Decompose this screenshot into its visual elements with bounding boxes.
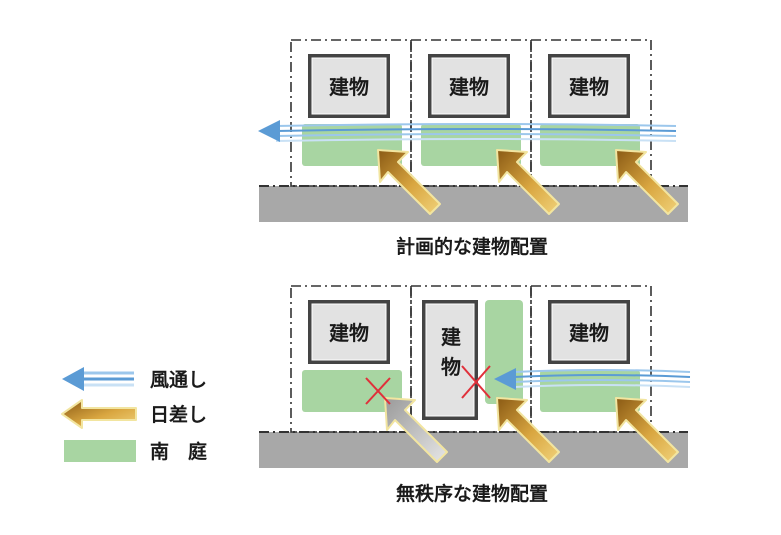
legend-garden-swatch [64, 440, 136, 462]
legend-sun-icon [61, 399, 137, 429]
top-diagram: 建物 建物 建物 計画的な建物配置 [258, 39, 688, 258]
top-wind-arrow [258, 120, 677, 142]
bottom-lots [290, 285, 652, 433]
legend-wind-label: 風通し [150, 369, 207, 391]
top-building-1: 建物 [308, 54, 390, 118]
legend-sun-label: 日差し [150, 403, 207, 426]
legend-wind-icon [62, 367, 134, 391]
cross-mark-2 [461, 365, 491, 399]
bottom-building-3-label: 建物 [569, 321, 609, 345]
bottom-building-2-label-2: 物 [441, 355, 461, 379]
top-ground [259, 186, 688, 222]
top-caption: 計画的な建物配置 [396, 235, 548, 258]
bottom-caption: 無秩序な建物配置 [396, 482, 548, 505]
cross-mark-1 [365, 377, 391, 405]
top-building-3: 建物 [548, 54, 630, 118]
legend-garden-label: 南 庭 [150, 440, 207, 463]
bottom-building-2: 建 物 [422, 300, 478, 420]
legend: 風通し 日差し 南 庭 [61, 367, 207, 463]
bottom-building-1-label: 建物 [329, 321, 369, 345]
top-building-3-label: 建物 [569, 75, 609, 99]
top-building-2: 建物 [428, 54, 510, 118]
bottom-building-1: 建物 [308, 300, 390, 364]
bottom-garden-2 [485, 300, 523, 404]
top-lots [290, 39, 652, 187]
bottom-ground [259, 432, 688, 468]
bottom-building-3: 建物 [548, 300, 630, 364]
bottom-wind-arrow [494, 368, 691, 390]
top-building-1-label: 建物 [329, 75, 369, 99]
bottom-garden-1 [302, 370, 402, 412]
bottom-building-2-label-1: 建 [441, 325, 461, 349]
bottom-diagram: 建物 建 物 建物 [259, 285, 691, 505]
top-building-2-label: 建物 [449, 75, 489, 99]
